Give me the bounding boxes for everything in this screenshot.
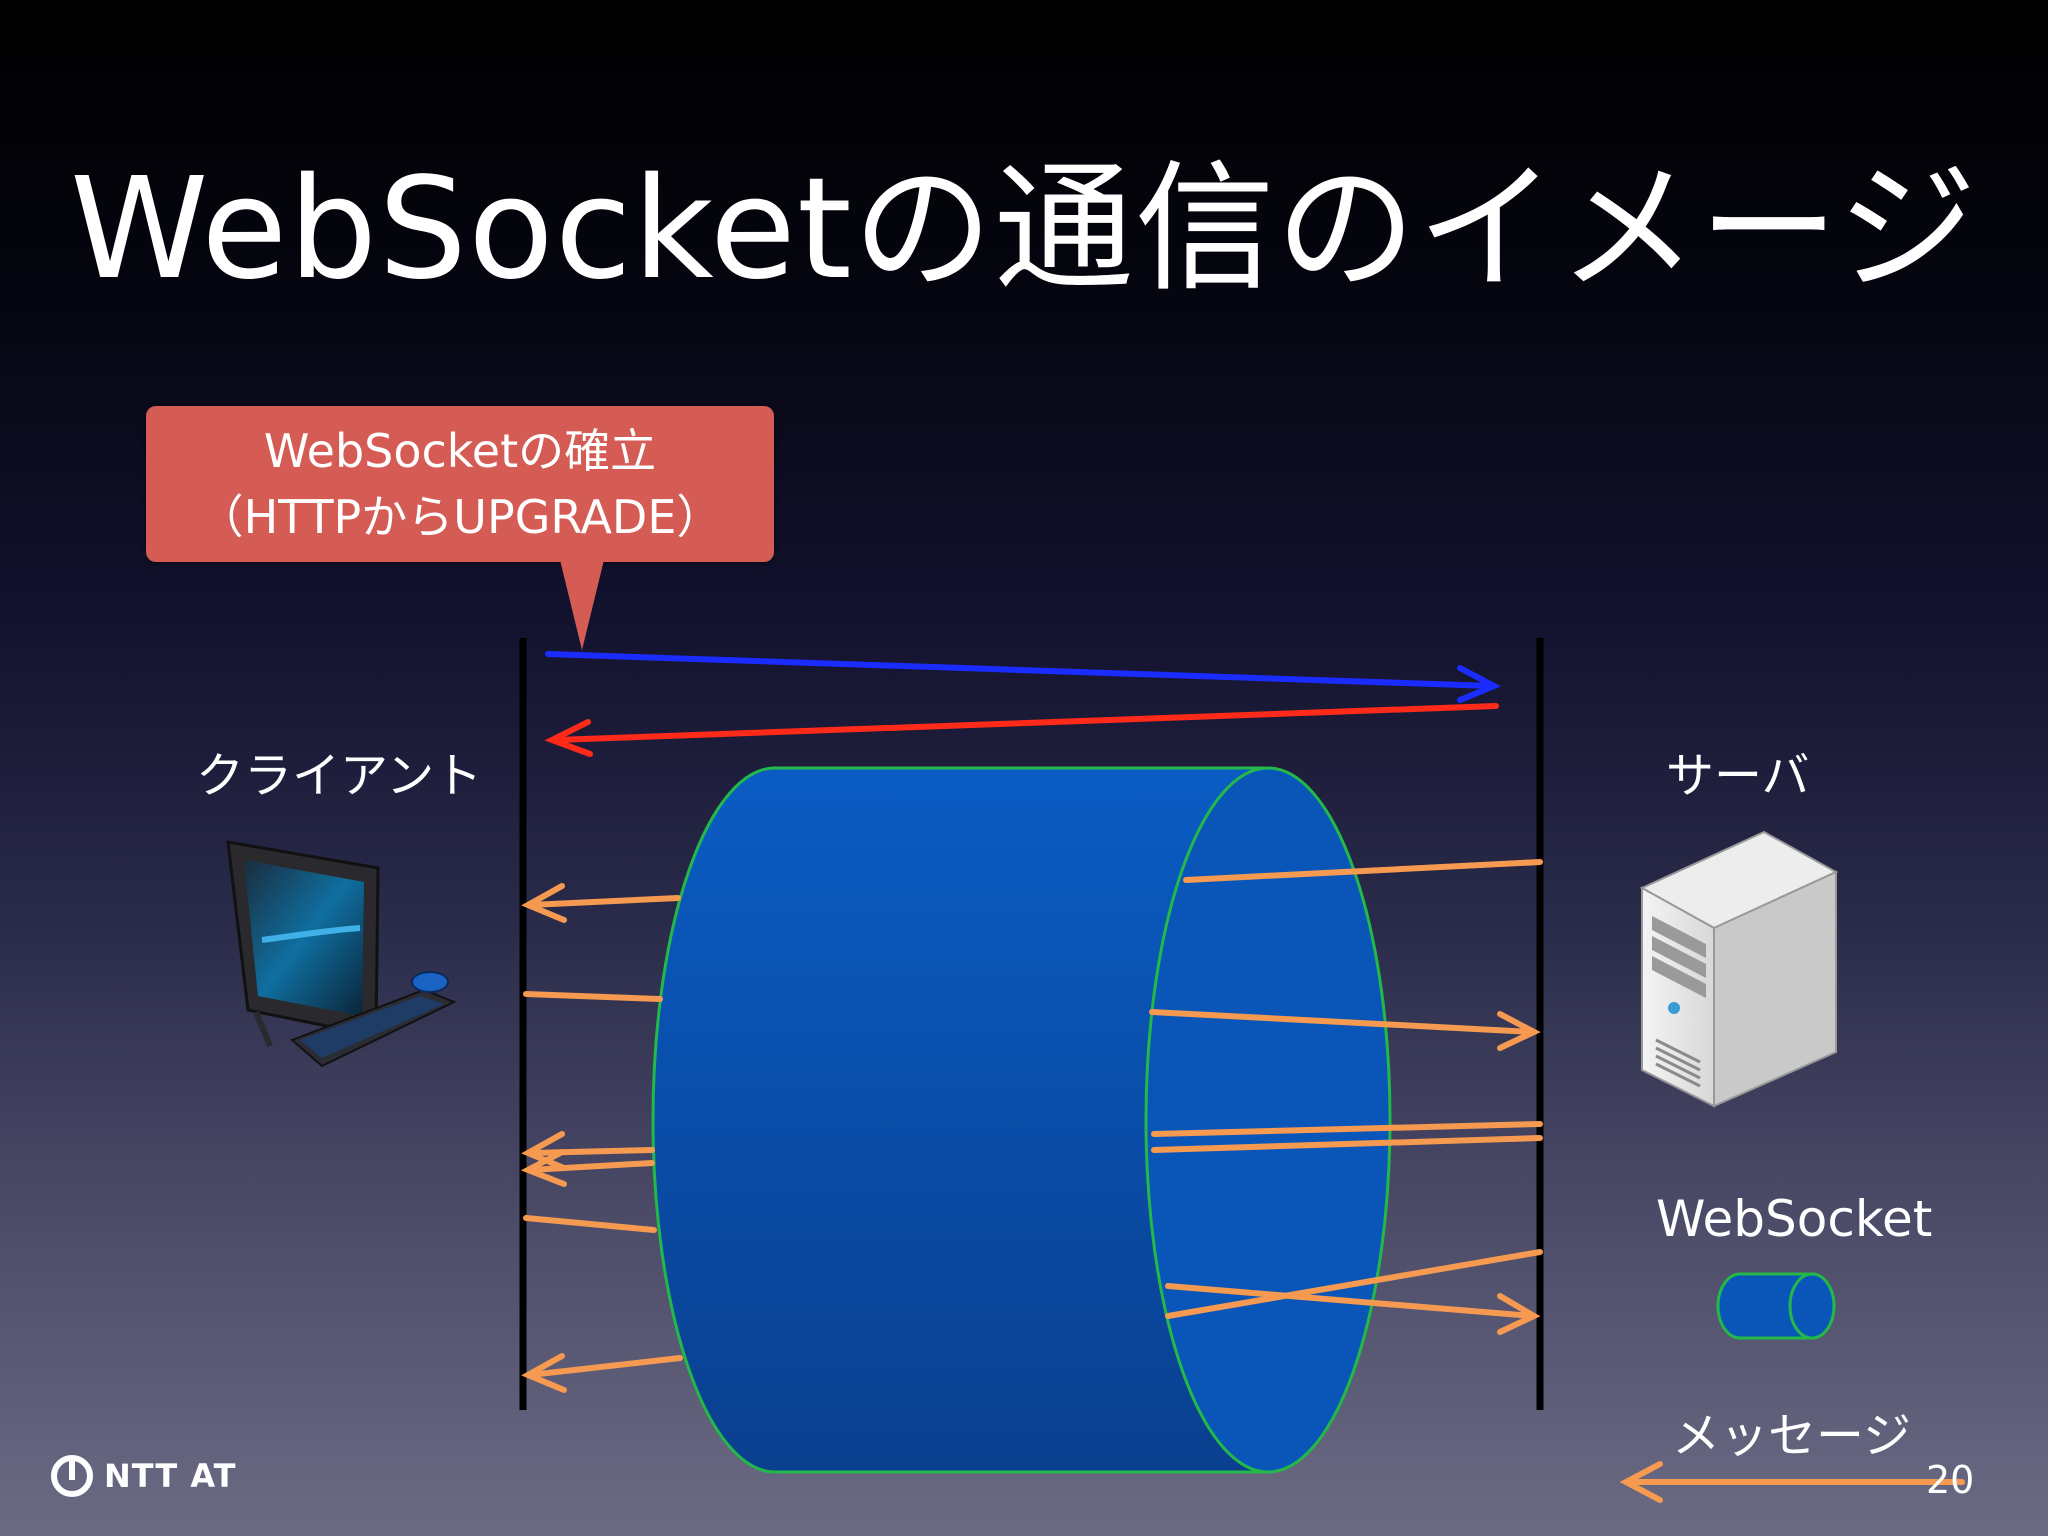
legend-message-label: メッセージ: [1672, 1408, 1912, 1464]
page-number: 20: [1926, 1458, 1975, 1502]
legend-message-arrow: [1619, 1461, 1965, 1503]
legend-websocket-icon: [1716, 1272, 1836, 1340]
callout-tail: [560, 560, 604, 650]
upgrade-request-arrow: [545, 651, 1502, 703]
logo-text: NTT AT: [104, 1457, 237, 1495]
ntt-logo-icon: [51, 1455, 93, 1497]
page-title: WebSocketの通信のイメージ: [69, 148, 1979, 311]
legend-websocket-label: WebSocket: [1656, 1190, 1933, 1248]
message-arrows-right: [1149, 859, 1543, 1335]
callout-line-1: WebSocketの確立: [263, 424, 657, 478]
company-logo: NTT AT: [50, 1454, 236, 1498]
websocket-tube-face: [1144, 766, 1392, 1474]
desktop-computer-icon: [226, 840, 457, 1068]
upgrade-response-arrow: [544, 703, 1499, 757]
server-label: サーバ: [1666, 748, 1810, 804]
client-label: クライアント: [196, 748, 483, 804]
message-arrows-left: [520, 883, 683, 1393]
server-tower-icon: [1639, 830, 1839, 1108]
callout-line-2: （HTTPからUPGRADE）: [197, 490, 723, 544]
websocket-establish-callout: WebSocketの確立 （HTTPからUPGRADE）: [146, 406, 774, 562]
websocket-tube: [651, 766, 1270, 1474]
